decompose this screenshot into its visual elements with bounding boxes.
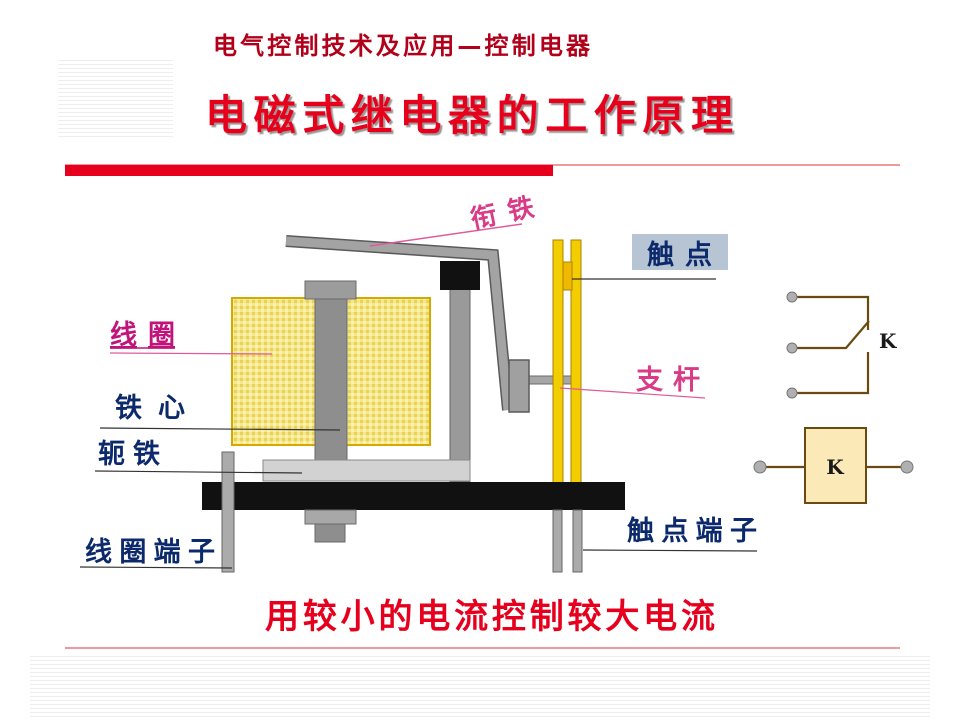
contact-symbol-terminal-bottom [786,387,798,399]
contact-symbol: K [786,291,897,399]
push-rod-arm [525,375,573,385]
decor-stripes-top [58,57,173,137]
leader-armature [369,223,523,247]
contact-symbol-terminal-top [786,291,798,303]
slide-caption: 用较小的电流控制较大电流 [265,597,715,637]
coil-symbol-terminal-left [753,460,767,474]
label-contact-terminal: 触点端子 [627,516,757,547]
iron-core-cap [304,280,357,300]
contact-terminal-left [552,509,563,573]
armature-pivot [440,261,480,290]
coil-symbol-terminal-right [900,460,914,474]
label-coil: 线圈 [110,320,175,351]
armature [285,236,513,411]
iron-core-nut [304,509,357,525]
leader-coil-terminal [79,566,233,569]
page-title: 电磁式继电器的工作原理 [205,91,733,140]
contact-point [562,261,573,291]
iron-core [314,298,348,463]
label-coil-terminal: 线圈端子 [85,537,215,568]
label-yoke: 轭铁 [98,439,160,470]
label-armature: 衔铁 [468,192,537,236]
contact-symbol-label: K [879,329,897,353]
decor-stripes-bottom [30,655,930,720]
contact-terminal-right [572,509,583,573]
slide-header: 电气控制技术及应用—控制电器 [213,32,591,60]
leader-coil [109,352,273,355]
contact-symbol-terminal-middle [786,342,798,354]
coil-symbol: K [753,427,914,504]
leader-contact-terminal [582,549,758,552]
contact-symbol-blade [797,320,870,350]
contact-strip-left [552,239,564,485]
contact-symbol-bottom-wire [797,352,870,395]
divider-red-bar [65,165,553,176]
push-rod-head [508,359,530,413]
leader-push-rod [559,387,706,399]
label-contact-box [632,234,728,270]
coil-symbol-box [804,427,867,504]
leader-yoke [94,470,303,474]
label-push-rod: 支杆 [636,365,700,396]
label-core: 铁心 [115,393,185,424]
yoke-horizontal [262,459,471,482]
leader-core [99,427,341,431]
coil-terminal [221,451,235,573]
base-plate [202,482,625,510]
yoke-vertical [449,287,471,483]
contact-symbol-top-wire [797,295,870,330]
coil-symbol-label: K [826,455,844,479]
iron-core-stem [314,523,346,543]
